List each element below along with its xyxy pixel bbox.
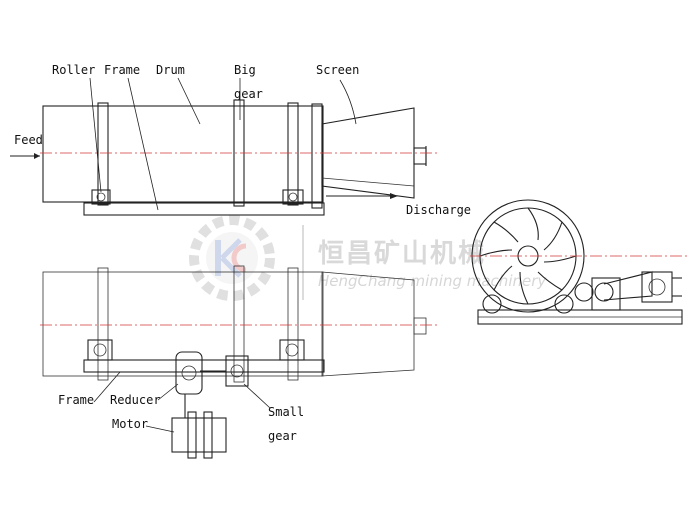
top-screen-cone [321,107,415,199]
bottom-roller-block-right [279,339,305,361]
label-drum: Drum [156,63,185,77]
leader-reducer [157,383,179,401]
bottom-big-gear [233,265,245,383]
bottom-reducer [175,351,203,395]
leader-motor [145,425,175,433]
end-view-reducer [591,277,621,311]
top-discharge-shaft [413,147,427,165]
bottom-motor [171,417,227,453]
leader-drum [177,77,201,125]
label-small-gear-1: Small [268,405,304,419]
bottom-roller-block-left [87,339,113,361]
top-roller-stand-right [282,189,304,205]
top-tyre-left [97,102,109,206]
bottom-frame-rail [83,359,325,373]
bottom-discharge-shaft [413,317,427,335]
leader-screen [339,79,357,125]
label-frame-bottom: Frame [58,393,94,407]
end-view-pinion [574,282,594,302]
label-screen: Screen [316,63,359,77]
bottom-tyre-left [97,267,109,381]
end-view-assembly [470,199,690,325]
end-view-coupling [603,271,653,301]
leader-small-gear [243,383,271,409]
leader-frame-bottom [93,371,121,403]
label-roller: Roller [52,63,95,77]
label-small-gear-2: gear [268,429,297,443]
label-big-gear-1: Big [234,63,256,77]
label-motor: Motor [112,417,148,431]
label-big-gear-2: gear [234,87,263,101]
top-drum-body [42,105,324,203]
bottom-labels: Frame Reducer Motor Small gear [58,371,304,443]
label-reducer: Reducer [110,393,161,407]
top-tyre-right [287,102,299,206]
end-view-motor [641,271,673,303]
leader-frame-top [127,77,159,211]
top-labels: Feed Roller Frame Drum Big gear Screen D… [14,63,471,217]
leader-roller [89,77,102,193]
label-discharge: Discharge [406,203,471,217]
end-view-roller-right [554,294,574,314]
watermark-logo [189,215,275,301]
label-feed: Feed [14,133,43,147]
top-frame-base [83,202,325,216]
bottom-screen-cone [321,271,415,377]
bottom-drum-assembly [40,265,440,459]
watermark: 恒昌矿山机械 HengChang mining machinery [189,215,547,301]
top-end-flange [311,103,323,209]
top-drum-assembly [10,99,440,216]
end-view-roller-left [482,294,502,314]
watermark-brand-cn: 恒昌矿山机械 [318,238,486,269]
label-frame-top: Frame [104,63,140,77]
bottom-tyre-right [287,267,299,381]
